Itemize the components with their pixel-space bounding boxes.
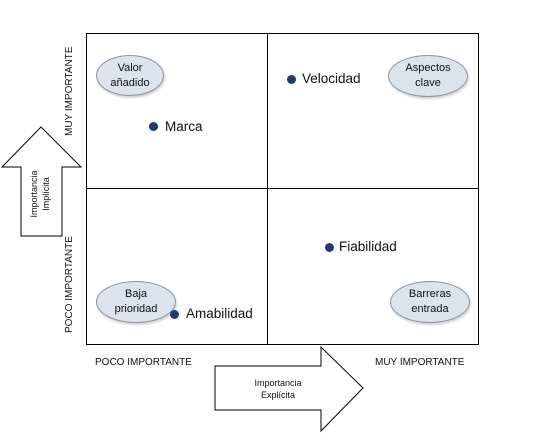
quadrant-label-valor-anadido: Valor añadido (96, 55, 164, 96)
quadrant-label-line: Baja (124, 288, 148, 300)
quadrant-label-line: Barreras (408, 288, 452, 300)
point-marker-velocidad (287, 75, 296, 84)
vertical-divider (267, 33, 268, 345)
point-label-velocidad: Velocidad (302, 71, 361, 86)
point-marker-amabilidad (170, 310, 179, 319)
x-axis-left-label: POCO IMPORTANTE (95, 357, 192, 368)
point-marker-marca (149, 122, 158, 131)
quadrant-label-barreras-entrada: Barreras entrada (390, 281, 470, 323)
x-axis-right-label: MUY IMPORTANTE (375, 357, 465, 368)
quadrant-label-line: Aspectos (405, 62, 451, 74)
point-label-marca: Marca (165, 119, 203, 134)
horizontal-divider (86, 188, 479, 189)
point-marker-fiabilidad (325, 243, 334, 252)
matrix-frame (86, 33, 479, 345)
explicit-importance-label: Importancia Explícita (230, 377, 326, 401)
quadrant-label-line: Valor (117, 61, 143, 74)
point-label-amabilidad: Amabilidad (186, 306, 253, 321)
arrow-label-line: Implícita (41, 177, 51, 211)
arrow-label-line: Importancia (29, 170, 39, 218)
quadrant-label-line: añadido (110, 76, 150, 89)
arrow-label-line: Explícita (260, 390, 295, 400)
quadrant-label-line: prioridad (114, 303, 158, 315)
quadrant-label-baja-prioridad: Baja prioridad (96, 281, 176, 323)
quadrant-label-line: clave (415, 77, 441, 89)
point-label-fiabilidad: Fiabilidad (339, 239, 397, 254)
implicit-importance-label: Importancia Implícita (28, 164, 52, 224)
quadrant-label-line: entrada (411, 303, 449, 315)
quadrant-label-aspectos-clave: Aspectos clave (388, 55, 468, 97)
arrow-label-line: Importancia (254, 378, 302, 388)
